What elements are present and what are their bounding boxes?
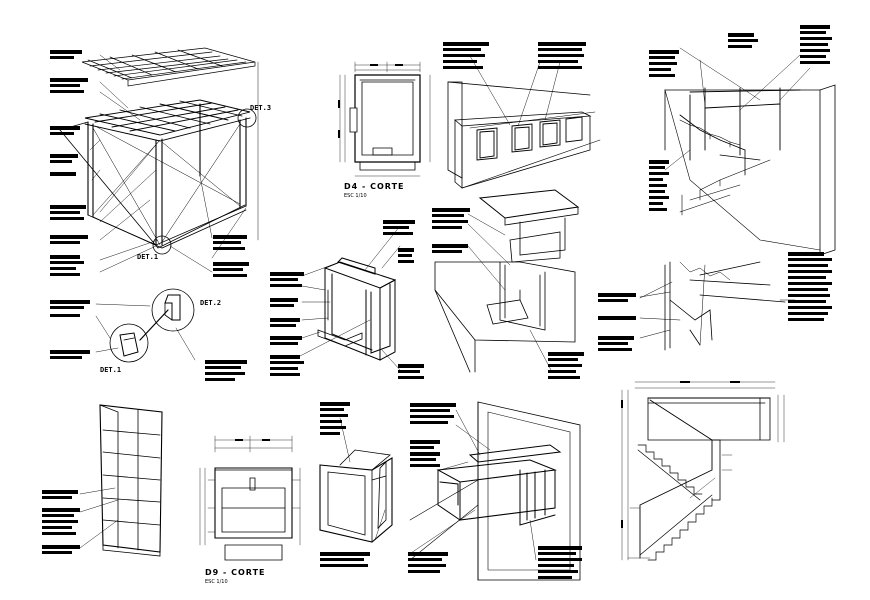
- detail-callout-det1-top: DET.1: [137, 253, 159, 261]
- pergola-isometric-drawing: [59, 47, 259, 273]
- connection-details-drawing: [95, 288, 196, 363]
- d9-section-title: D9 - CORTE: [205, 568, 266, 577]
- desk-isometric-drawing: [319, 417, 393, 543]
- stair-section-elevation: [621, 381, 785, 561]
- detail-callout-det1-bottom: DET.1: [100, 366, 122, 374]
- annotation-callouts: [42, 25, 832, 579]
- cabinet-isometric-drawing: [299, 225, 401, 371]
- d4-section-title: D4 - CORTE: [344, 182, 405, 191]
- counter-isometric-drawing: [447, 55, 601, 189]
- canopy-counter-drawing: [434, 189, 580, 373]
- d9-section-elevation: [199, 435, 301, 561]
- d4-section-scale: ESC 1/10: [344, 193, 367, 199]
- booth-isometric-drawing: [407, 401, 581, 581]
- d4-section-plan: [339, 61, 431, 177]
- stair-handrail-detail: [639, 261, 796, 351]
- shelving-unit-drawing: [79, 404, 163, 557]
- detail-callout-det2: DET.2: [200, 299, 222, 307]
- detail-callout-det3: DET.3: [250, 104, 272, 112]
- d9-section-scale: ESC 1/10: [205, 579, 228, 585]
- dimension-marks: [235, 64, 740, 528]
- staircase-isometric-drawing: [664, 47, 836, 256]
